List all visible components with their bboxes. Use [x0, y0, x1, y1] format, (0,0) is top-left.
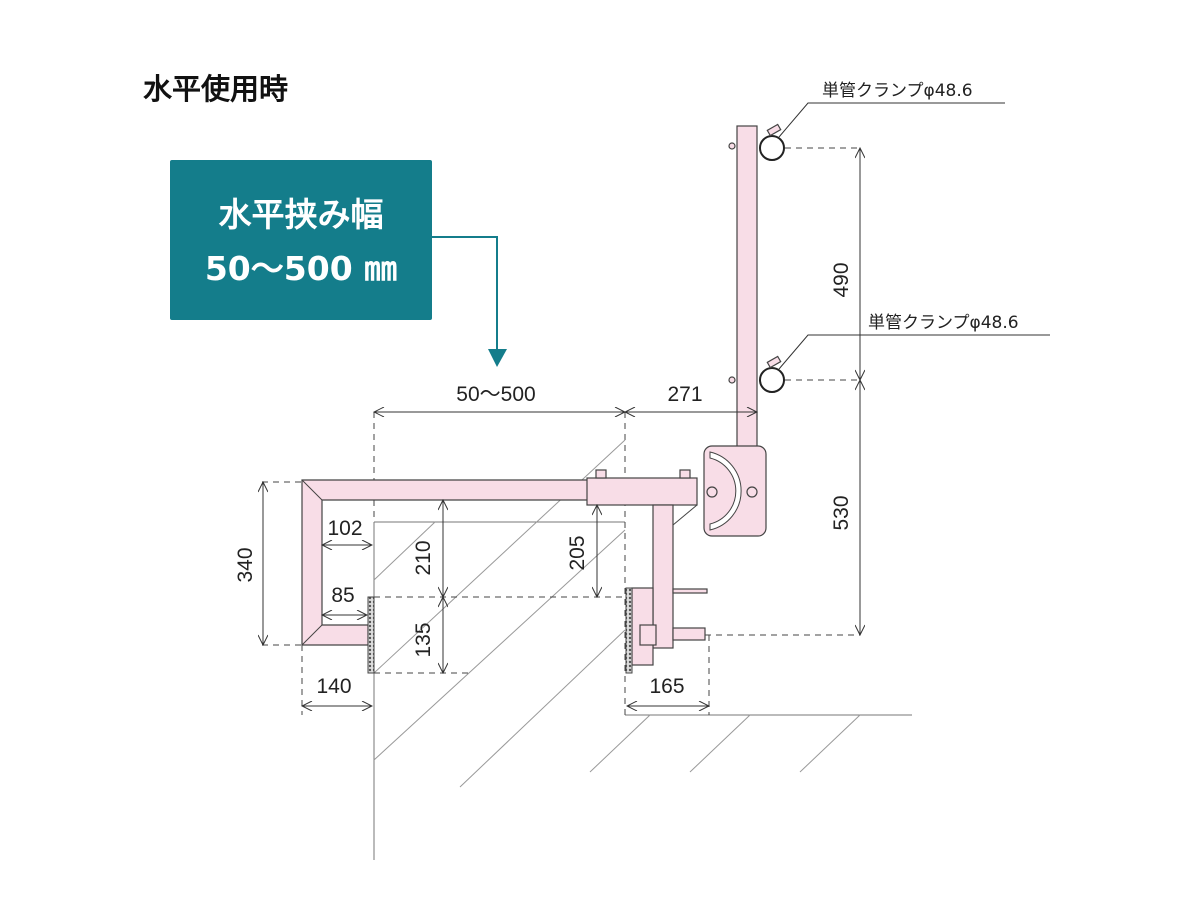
badge-line1: 水平挟み幅: [219, 195, 384, 234]
page-title: 水平使用時: [143, 72, 288, 106]
clamp-bottom: [759, 355, 785, 393]
dim-post-height: 530: [830, 495, 853, 530]
dim-span: 50〜500: [456, 383, 535, 406]
dim-clamp-spacing: 490: [830, 262, 853, 297]
arrow-down-icon: [488, 349, 507, 367]
badge-line2: 50〜500 ㎜: [205, 249, 397, 288]
dim-stem-depth: 205: [566, 535, 589, 570]
width-range-badge: 水平挟み幅 50〜500 ㎜: [170, 160, 507, 367]
dim-upper-depth: 210: [412, 540, 435, 575]
dim-inner-width: 102: [327, 517, 362, 540]
clamp-top-label: 単管クランプφ48.6: [822, 81, 973, 101]
dim-bottom-width: 140: [316, 675, 351, 698]
dim-lower-depth: 135: [412, 622, 435, 657]
vertical-post: [703, 125, 767, 537]
badge-pointer-line: [432, 236, 498, 350]
dim-right-width: 165: [649, 675, 684, 698]
clamp-bottom-label: 単管クランプφ48.6: [868, 313, 1019, 333]
left-pad: [367, 596, 375, 674]
clamp-top: [759, 123, 785, 161]
c-frame: [301, 469, 708, 674]
right-pad: [625, 587, 633, 674]
dim-offset: 271: [667, 383, 702, 406]
dim-height-total: 340: [234, 547, 257, 582]
dim-inner-lower: 85: [331, 584, 354, 607]
wall-section: [373, 412, 912, 860]
